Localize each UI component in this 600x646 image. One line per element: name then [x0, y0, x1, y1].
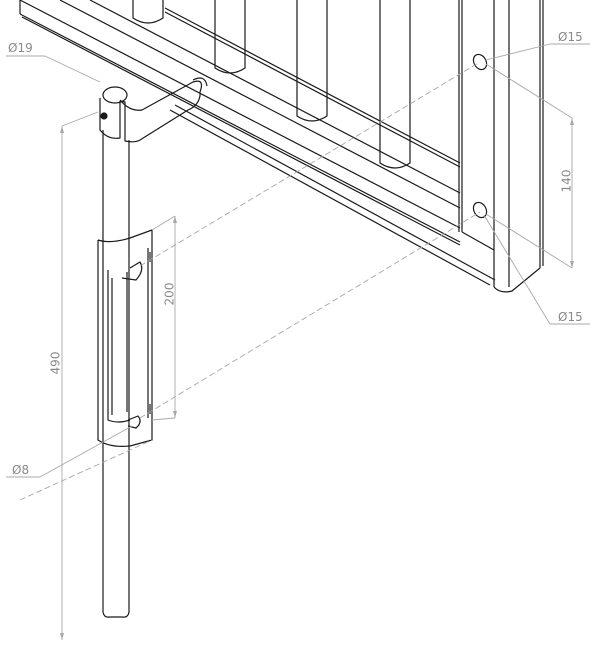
dimension-label-bracket-length: 200	[162, 282, 177, 306]
dimension-arrows	[60, 118, 574, 640]
gate-top-rail	[19, 0, 461, 246]
dimension-label-hole-spacing: 140	[559, 169, 574, 193]
gate-spindles	[132, 0, 411, 169]
gate-bottom-rail	[169, 104, 496, 286]
bolt-shaft	[102, 130, 130, 618]
gate-post	[458, 0, 544, 293]
dimension-label-pin-diameter: Ø8	[12, 463, 30, 477]
dimension-lines	[6, 43, 590, 640]
hole-bottom	[472, 201, 488, 219]
bolt-bracket	[97, 229, 153, 447]
dimension-label-hole-bottom-diameter: Ø15	[558, 310, 583, 324]
dimension-label-handle-diameter: Ø19	[8, 41, 33, 55]
bolt-handle	[99, 77, 208, 143]
dimension-label-hole-top-diameter: Ø15	[558, 30, 583, 44]
dimension-label-bolt-length: 490	[48, 351, 63, 375]
